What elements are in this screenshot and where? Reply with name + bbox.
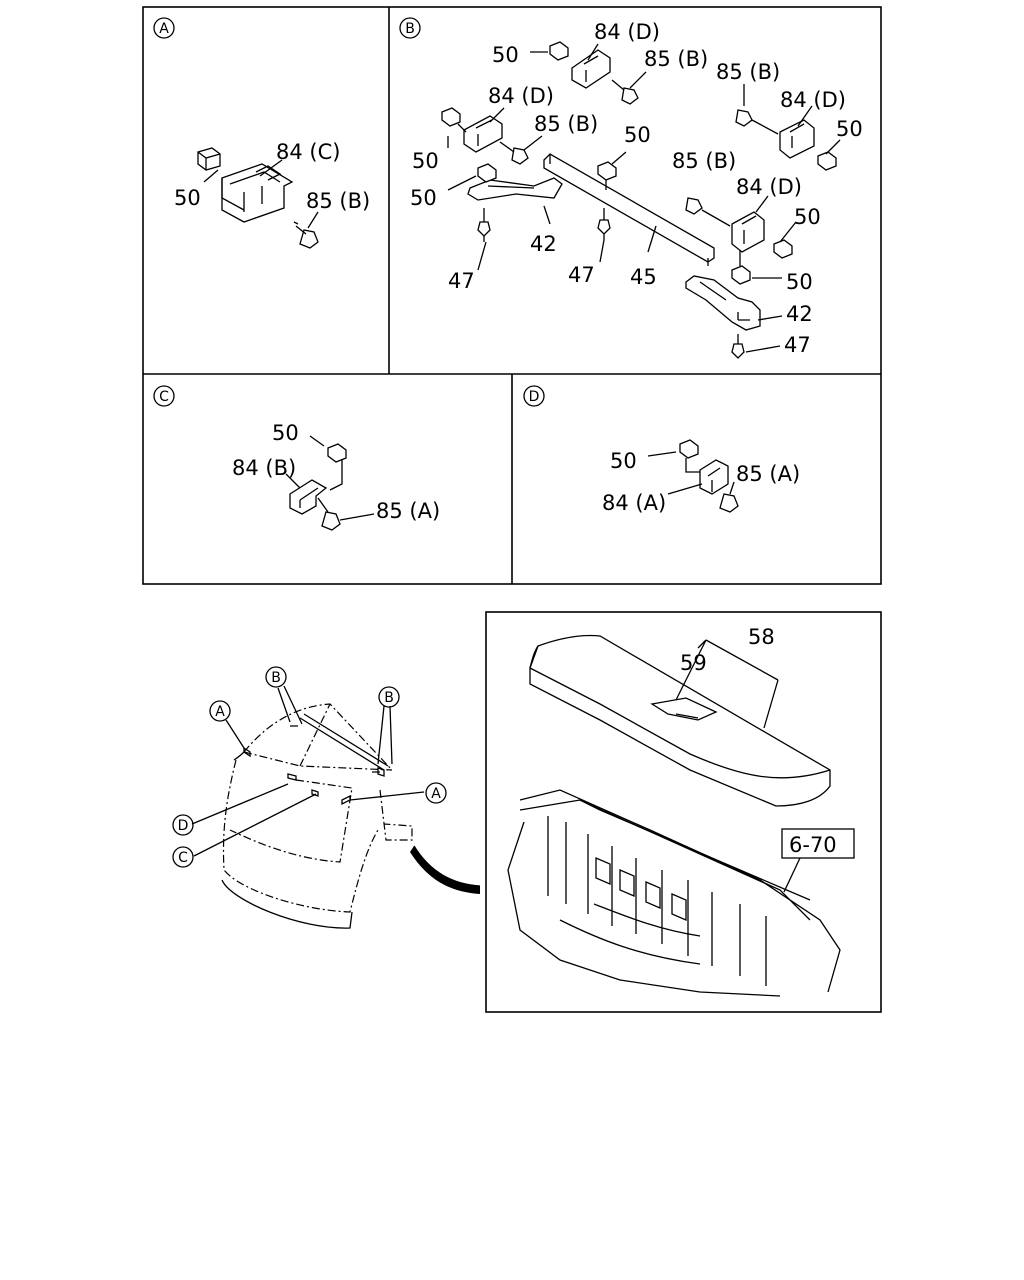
label-a-50: 50 <box>174 186 201 210</box>
label-b-50-6: 50 <box>794 205 821 229</box>
overview-marker-a-2: A <box>425 782 447 804</box>
label-c-84b: 84 (B) <box>232 456 296 480</box>
overview-marker-c: C <box>172 846 194 868</box>
label-b-84d-3: 84 (D) <box>488 84 554 108</box>
svg-text:D: D <box>529 389 540 405</box>
svg-text:C: C <box>159 389 169 405</box>
panel-d-drawing <box>647 439 739 513</box>
label-b-50-7: 50 <box>786 270 813 294</box>
svg-text:C: C <box>178 850 188 866</box>
svg-text:B: B <box>271 670 281 686</box>
label-a-84c: 84 (C) <box>276 140 340 164</box>
svg-text:D: D <box>178 818 189 834</box>
svg-text:A: A <box>159 21 169 37</box>
panel-c-drawing <box>285 435 375 531</box>
panel-a-drawing <box>197 147 319 249</box>
overview-marker-b-1: B <box>265 666 287 688</box>
label-b-47-3: 47 <box>784 333 811 357</box>
label-b-85b-3: 85 (B) <box>534 112 598 136</box>
label-b-50-3: 50 <box>412 149 439 173</box>
label-detail-59: 59 <box>680 651 707 675</box>
label-d-50: 50 <box>610 449 637 473</box>
svg-text:A: A <box>215 704 225 720</box>
svg-text:A: A <box>431 786 441 802</box>
label-a-85b: 85 (B) <box>306 189 370 213</box>
label-b-42-1: 42 <box>530 232 557 256</box>
panel-b-tag: B <box>399 17 421 39</box>
panel-d-tag: D <box>523 385 545 407</box>
panel-a-tag: A <box>153 17 175 39</box>
detail-box <box>485 611 882 1013</box>
label-b-47-1: 47 <box>448 269 475 293</box>
label-b-47-2: 47 <box>568 263 595 287</box>
label-detail-58: 58 <box>748 625 775 649</box>
panel-b-drawing <box>441 41 841 359</box>
label-b-85b-4: 85 (B) <box>672 149 736 173</box>
svg-text:B: B <box>384 690 394 706</box>
label-d-85a: 85 (A) <box>736 462 800 486</box>
label-b-50-4: 50 <box>624 123 651 147</box>
panel-c-tag: C <box>153 385 175 407</box>
label-b-85b-1: 85 (B) <box>644 47 708 71</box>
label-detail-ref: 6-70 <box>789 833 837 857</box>
label-c-85a: 85 (A) <box>376 499 440 523</box>
label-d-84a: 84 (A) <box>602 491 666 515</box>
overview-marker-b-2: B <box>378 686 400 708</box>
label-b-50-2: 50 <box>836 117 863 141</box>
label-b-50-1: 50 <box>492 43 519 67</box>
label-b-84d-1: 84 (D) <box>594 20 660 44</box>
label-b-50-5: 50 <box>410 186 437 210</box>
label-b-85b-2: 85 (B) <box>716 60 780 84</box>
panel-frames <box>142 6 882 585</box>
overview-marker-d: D <box>172 814 194 836</box>
vehicle-overview <box>191 685 481 929</box>
label-b-84d-2: 84 (D) <box>780 88 846 112</box>
label-b-84d-4: 84 (D) <box>736 175 802 199</box>
svg-text:B: B <box>405 21 415 37</box>
overview-marker-a-1: A <box>209 700 231 722</box>
label-b-42-2: 42 <box>786 302 813 326</box>
label-c-50: 50 <box>272 421 299 445</box>
label-b-45: 45 <box>630 265 657 289</box>
